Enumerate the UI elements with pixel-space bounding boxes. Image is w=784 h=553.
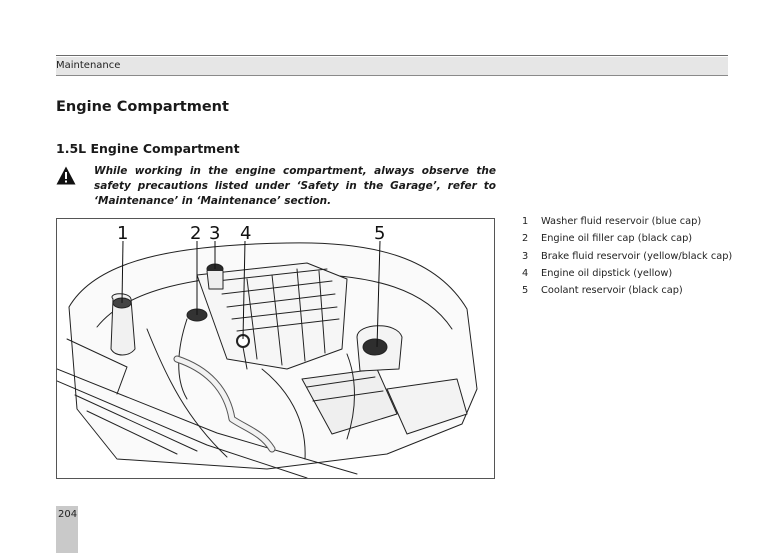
callout-2: 2 (190, 223, 201, 244)
section-subtitle: 1.5L Engine Compartment (56, 141, 240, 156)
header-rule (56, 55, 728, 56)
legend-number: 3 (522, 250, 529, 262)
legend-item: 3 Brake fluid reservoir (yellow/black cap… (522, 251, 752, 268)
legend-item: 1 Washer fluid reservoir (blue cap) (522, 216, 752, 233)
legend-number: 4 (522, 267, 529, 279)
legend-number: 5 (522, 285, 529, 297)
legend-item: 4 Engine oil dipstick (yellow) (522, 268, 752, 285)
page-number-tab: 204 (56, 506, 78, 553)
callout-5: 5 (374, 223, 385, 244)
callout-3: 3 (209, 223, 220, 244)
legend-text: Engine oil dipstick (yellow) (541, 267, 673, 279)
callout-1: 1 (117, 223, 128, 244)
legend-text: Coolant reservoir (black cap) (541, 285, 683, 297)
warning-triangle-icon (56, 166, 76, 185)
legend-number: 2 (522, 233, 529, 245)
legend-text: Washer fluid reservoir (blue cap) (541, 216, 702, 227)
page-number: 204 (58, 509, 78, 520)
section-header: Maintenance (56, 57, 728, 76)
engine-compartment-figure: 1 2 3 4 5 (56, 218, 495, 479)
safety-warning-text: While working in the engine compartment,… (94, 165, 496, 207)
legend-text: Engine oil filler cap (black cap) (541, 233, 693, 245)
section-header-label: Maintenance (56, 60, 121, 71)
page-title: Engine Compartment (56, 99, 229, 115)
legend-item: 5 Coolant reservoir (black cap) (522, 285, 752, 302)
engine-illustration: 1 2 3 4 5 (57, 223, 478, 478)
legend-number: 1 (522, 216, 529, 227)
callout-4: 4 (240, 223, 251, 244)
legend-text: Brake fluid reservoir (yellow/black cap) (541, 250, 733, 262)
legend-item: 2 Engine oil filler cap (black cap) (522, 233, 752, 250)
